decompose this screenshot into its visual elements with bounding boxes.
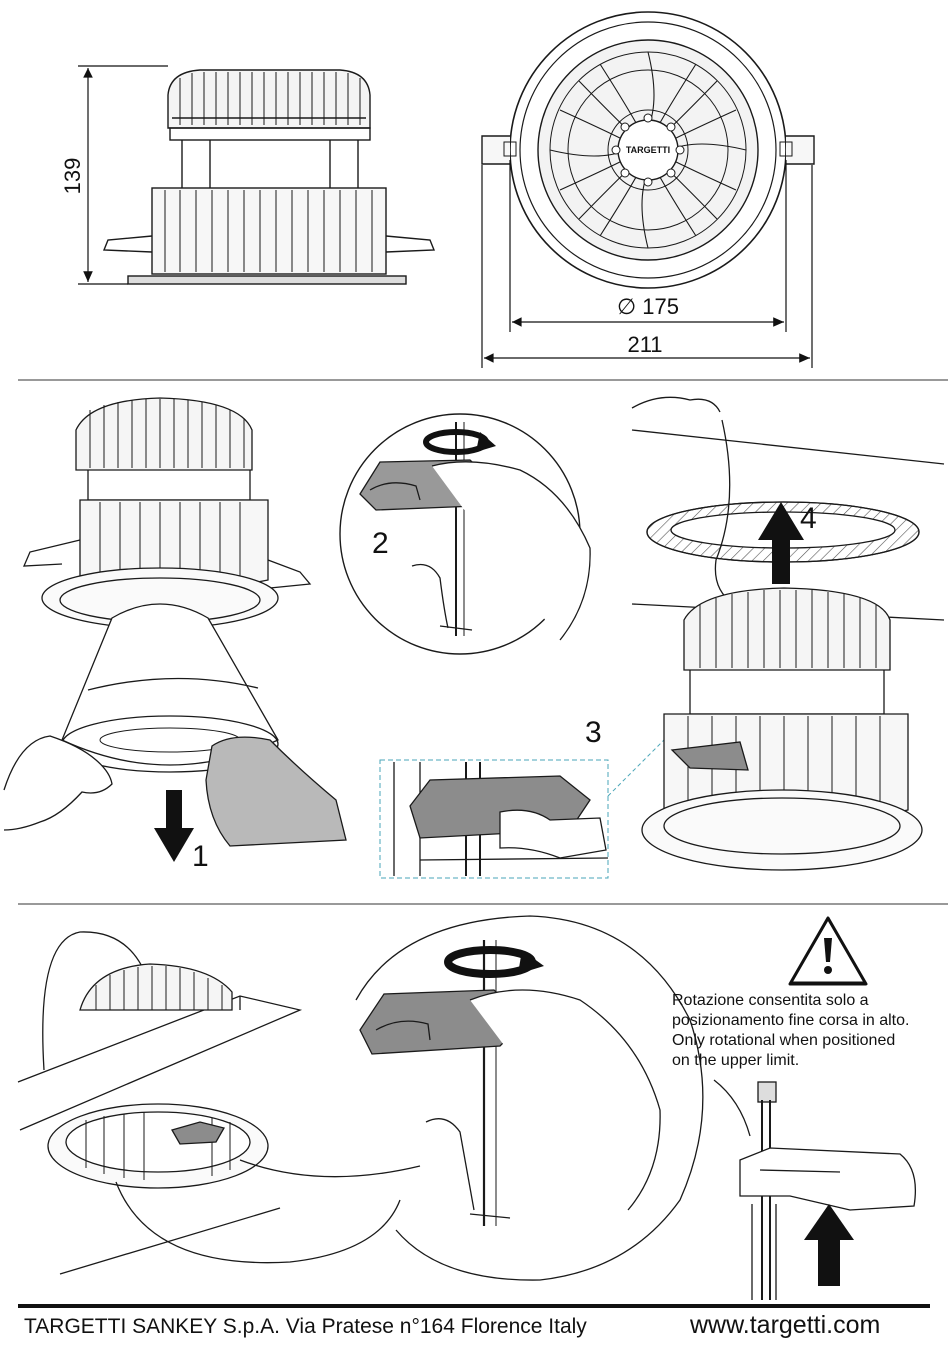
step-3-detail-illustration [379, 735, 745, 879]
brand-logo: TARGETTI [626, 145, 670, 155]
width-label: 211 [627, 332, 662, 357]
step-1-illustration [3, 397, 347, 847]
rotation-arrow-icon [423, 429, 496, 455]
diameter-label: ∅ 175 [617, 294, 679, 319]
step-3-number: 3 [585, 716, 602, 749]
website-link[interactable]: www.targetti.com [690, 1311, 881, 1339]
up-arrow-icon [804, 1204, 854, 1286]
width-dimension [481, 165, 813, 368]
step-1-number: 1 [192, 840, 209, 873]
step-2-number: 2 [372, 527, 389, 560]
rotation-detail-illustration [355, 915, 704, 1281]
warning-note: Rotazione consentita solo a posizionamen… [672, 991, 947, 1071]
down-arrow-icon [154, 790, 194, 862]
height-dimension [78, 65, 168, 285]
ceiling-installation-illustration [17, 931, 421, 1275]
step-4-illustration [631, 396, 945, 871]
step-2-illustration [339, 413, 591, 655]
up-arrow-icon [758, 502, 804, 584]
clamp-detail-illustration [713, 1079, 917, 1300]
warning-line: on the upper limit. [672, 1052, 800, 1069]
warning-triangle-icon [788, 916, 868, 986]
diameter-dimension [509, 160, 787, 332]
company-address: TARGETTI SANKEY S.p.A. Via Pratese n°164… [24, 1315, 587, 1338]
side-view-drawing [102, 69, 436, 285]
warning-line: Only rotational when positioned [672, 1032, 896, 1049]
step-4-number: 4 [800, 502, 817, 535]
warning-line: Rotazione consentita solo a [672, 992, 869, 1009]
height-label: 139 [60, 158, 85, 195]
warning-line: posizionamento fine corsa in alto. [672, 1012, 910, 1029]
front-view-drawing [481, 11, 815, 289]
rotation-arrow-icon [444, 946, 544, 978]
